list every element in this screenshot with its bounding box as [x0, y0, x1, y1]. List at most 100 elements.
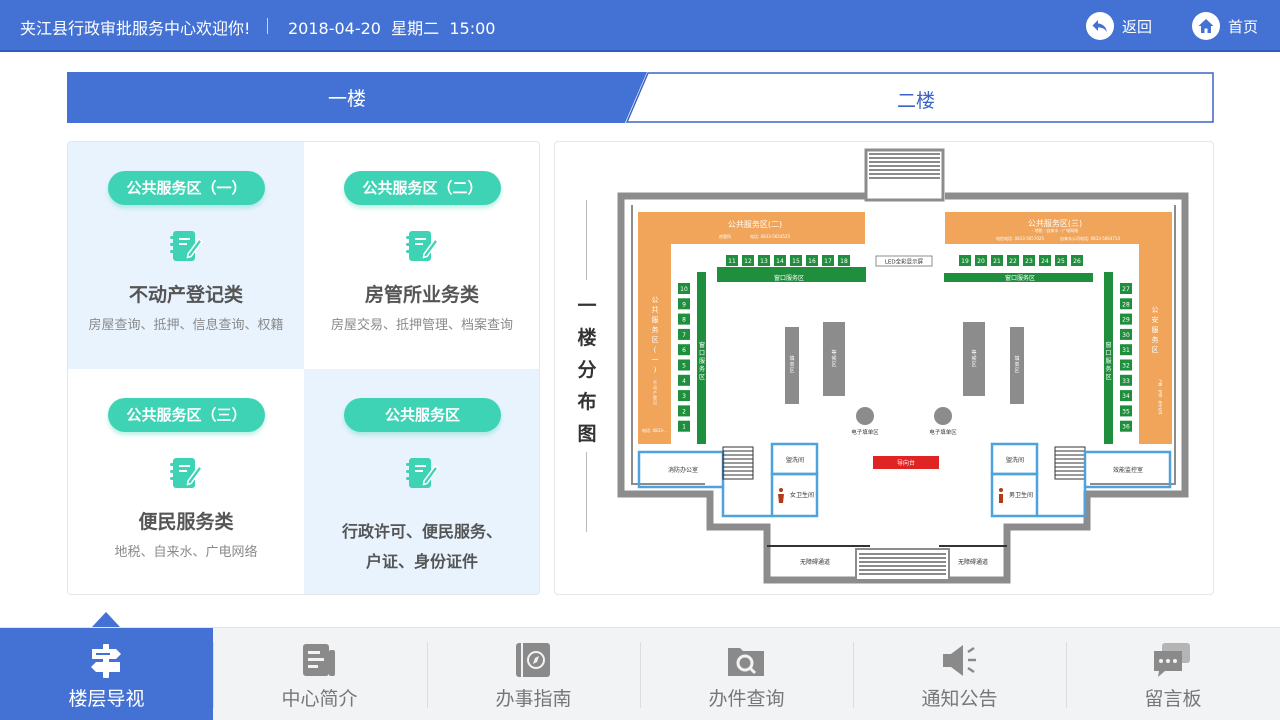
window-33-number: 33 — [1122, 378, 1130, 385]
home-label: 首页 — [1228, 17, 1259, 36]
window-25 — [1055, 255, 1067, 266]
nav-label: 楼层导视 — [68, 688, 145, 710]
nav-label: 留言板 — [1144, 688, 1202, 710]
service-title: 房管所业务类 — [364, 284, 479, 306]
compass-book-icon — [516, 643, 550, 677]
datetime: 2018-04-20 星期二 15:00 — [288, 15, 495, 39]
window-19 — [959, 255, 971, 266]
led-screen: LED全彩显示屏 — [875, 255, 933, 267]
service-card-1[interactable]: 公共服务区（一） 不动产登记类 房屋查询、抵押、信息查询、权籍 — [68, 142, 304, 369]
e-form-label: 电子填单区 — [929, 428, 957, 436]
window-3 — [678, 390, 690, 402]
service-desc: 房屋查询、抵押、信息查询、权籍 — [88, 318, 284, 333]
window-29-number: 29 — [1122, 317, 1130, 324]
service-desc: 房屋交易、抵押管理、档案查询 — [330, 318, 513, 333]
nav-divider — [853, 642, 854, 708]
window-32-number: 32 — [1122, 363, 1130, 370]
wash-room-right: 盥洗间 — [1006, 456, 1024, 464]
window-25-number: 25 — [1057, 258, 1065, 265]
window-area-label-right: 窗口服务区 — [1105, 341, 1111, 381]
service-card-4[interactable]: 公共服务区 行政许可、便民服务、户证、身份证件 — [304, 369, 539, 594]
top-header: 夹江县行政审批服务中心欢迎你! 2018-04-20 星期二 15:00 返回 … — [0, 0, 1280, 52]
zone-one-phone: 电话: 0833-... — [642, 427, 668, 433]
window-area-label-top-left: 窗口服务区 — [774, 274, 804, 282]
nav-divider — [1066, 642, 1067, 708]
window-counter-top-right-base — [944, 273, 1093, 282]
window-8 — [678, 313, 690, 325]
window-12 — [742, 255, 754, 266]
window-14-number: 14 — [776, 258, 784, 265]
led-label: LED全彩显示屏 — [885, 258, 924, 266]
window-4-number: 4 — [682, 378, 686, 385]
window-32 — [1120, 359, 1132, 371]
window-30 — [1120, 328, 1132, 340]
police-zone-label: 公安服务区 — [1152, 306, 1159, 354]
service-title: 便民服务类 — [138, 511, 234, 533]
zone-three-label: 公共服务区(三) — [1028, 218, 1082, 228]
map-title-line-top — [586, 200, 587, 280]
time-text: 15:00 — [449, 19, 496, 38]
guide-desk-label: 导向台 — [897, 459, 915, 467]
wait-area-left: 等候区 — [823, 322, 845, 396]
window-27 — [1120, 283, 1132, 294]
window-11 — [726, 255, 738, 266]
window-2 — [678, 405, 690, 417]
window-30-number: 30 — [1122, 332, 1130, 339]
svg-text:填单区: 填单区 — [789, 355, 794, 374]
nav-label: 办事指南 — [495, 688, 572, 710]
inner-wall-left — [631, 205, 705, 485]
service-card-2[interactable]: 公共服务区（二） 房管所业务类 房屋交易、抵押管理、档案查询 — [304, 142, 539, 369]
date-text: 2018-04-20 — [288, 19, 381, 38]
nav-service-guide[interactable]: 办事指南 — [427, 628, 640, 720]
window-area-label-top-right: 窗口服务区 — [1005, 274, 1035, 282]
zone-two-block: 公共服务区(二) 房管所 电话: 0833-5654525 — [638, 212, 865, 244]
floor-plan: 公共服务区(二) 房管所 电话: 0833-5654525 公共服务区(三) ·… — [617, 148, 1189, 584]
form-area-left: 填单区 — [785, 327, 799, 404]
window-28-number: 28 — [1122, 301, 1130, 308]
nav-floor-guide[interactable]: 楼层导视 — [0, 628, 213, 720]
back-button[interactable]: 返回 — [1086, 12, 1152, 40]
window-11-number: 11 — [728, 258, 736, 265]
service-desc-line-2: 户证、身份证件 — [365, 552, 478, 571]
window-13-number: 13 — [760, 258, 768, 265]
nav-case-query[interactable]: 办件查询 — [640, 628, 853, 720]
zone-three-phone-a: 电信电话: 0833-5657025 — [996, 235, 1045, 241]
window-counter-left-base — [697, 272, 706, 444]
tab-floor-1[interactable]: 一楼 — [67, 72, 647, 123]
service-card-3[interactable]: 公共服务区（三） 便民服务类 地税、自来水、广电网络 — [68, 369, 304, 594]
window-2-number: 2 — [682, 408, 686, 415]
window-9 — [678, 298, 690, 310]
window-7-number: 7 — [682, 332, 686, 339]
nav-message-board[interactable]: 留言板 — [1066, 628, 1280, 720]
window-17-number: 17 — [824, 258, 832, 265]
window-22-number: 22 — [1009, 258, 1017, 265]
home-button[interactable]: 首页 — [1192, 12, 1258, 40]
map-title: 一 楼 分 布 图 — [575, 290, 599, 450]
chat-icon — [1154, 643, 1190, 677]
zone-badge: 公共服务区（二） — [344, 171, 501, 205]
window-20-number: 20 — [977, 258, 985, 265]
right-restrooms — [990, 442, 1087, 518]
window-16 — [806, 255, 818, 266]
tab-floor-2[interactable]: 二楼 — [897, 90, 936, 112]
window-18-number: 18 — [840, 258, 848, 265]
window-27-number: 27 — [1122, 286, 1130, 293]
top-stairs — [864, 148, 945, 202]
service-desc: 行政许可、便民服务、户证、身份证件 — [304, 517, 539, 577]
service-category-panel: 公共服务区（一） 不动产登记类 房屋查询、抵押、信息查询、权籍 公共服务区（二）… — [67, 141, 540, 595]
document-icon — [303, 644, 335, 676]
bottom-navigation: 楼层导视 中心简介 办事指南 办件查询 — [0, 627, 1280, 720]
map-title-char: 一 — [577, 295, 597, 317]
nav-notice[interactable]: 通知公告 — [853, 628, 1066, 720]
left-stairs — [722, 446, 754, 480]
nav-center-intro[interactable]: 中心简介 — [213, 628, 426, 720]
active-nav-caret — [92, 612, 120, 627]
window-20 — [975, 255, 987, 266]
window-21-number: 21 — [993, 258, 1001, 265]
e-form-label: 电子填单区 — [851, 428, 879, 436]
zone-two-phone: 电话: 0833-5654525 — [750, 233, 791, 239]
window-counter-right-base — [1104, 272, 1113, 444]
monitor-room — [1083, 450, 1172, 489]
